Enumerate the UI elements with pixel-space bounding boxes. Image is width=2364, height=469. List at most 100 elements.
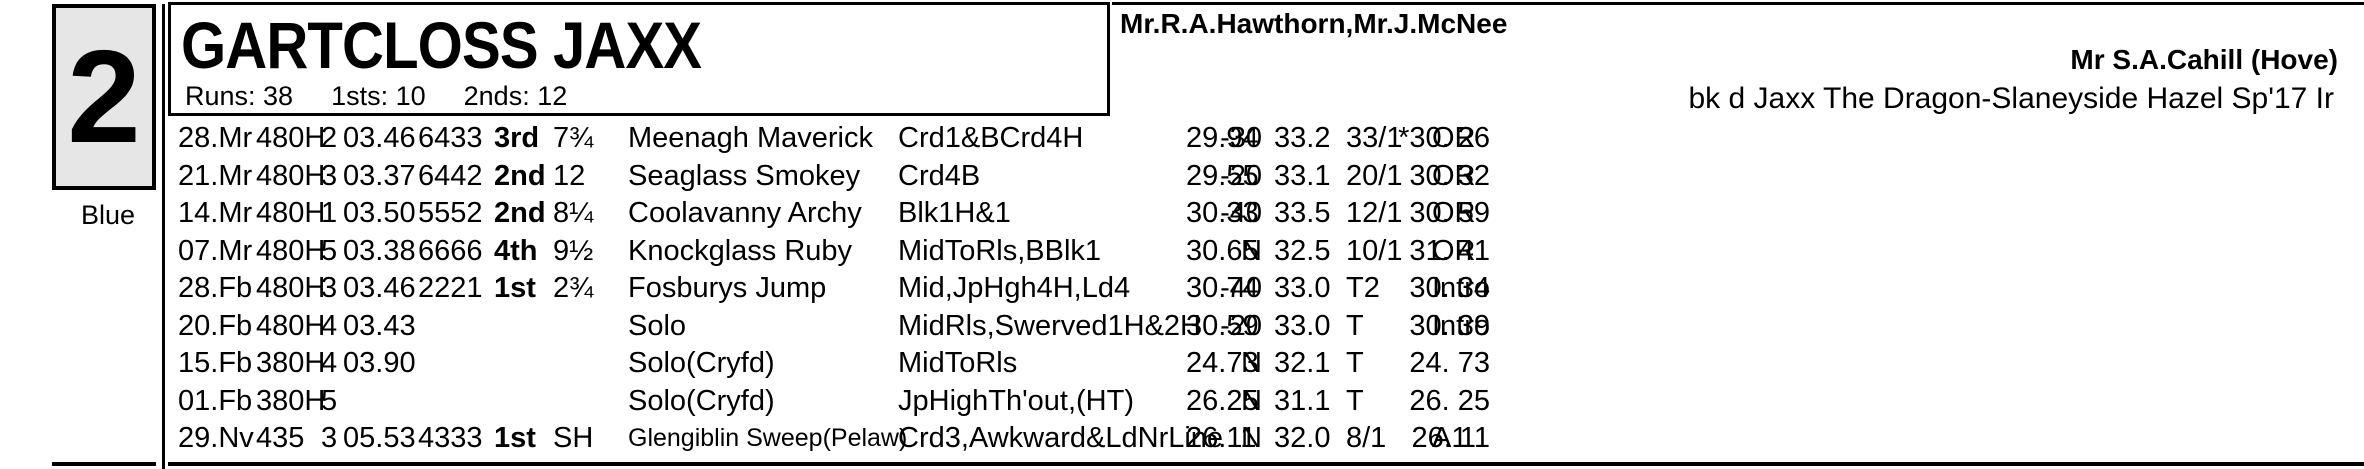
- cell-dist: 480H: [256, 159, 326, 192]
- cell-dist: 480H: [256, 122, 326, 154]
- divider-bottom-left: [52, 462, 156, 466]
- cell-remarks: MidToRls,BBlk1: [898, 234, 1102, 267]
- trap-color-label: Blue: [80, 200, 136, 230]
- cell-remarks: Crd4B: [898, 159, 981, 192]
- cell-date: 28.Fb: [178, 272, 253, 304]
- career-stats: Runs: 38 1sts: 10 2nds: 12: [185, 81, 567, 112]
- cell-calc: *30. 26: [1398, 122, 1490, 154]
- cell-grade: Intro: [1432, 309, 1491, 342]
- cell-trap: 4: [321, 309, 338, 342]
- cell-other: Solo(Cryfd): [628, 347, 775, 379]
- stat-runs: Runs: 38: [185, 81, 294, 111]
- cell-dist: 380H: [256, 347, 326, 379]
- cell-sp: 20/1: [1346, 159, 1403, 192]
- cell-weight: 32.5: [1274, 234, 1331, 267]
- divider-vertical: [162, 4, 165, 469]
- cell-grade: OR: [1432, 122, 1476, 154]
- cell-calc: 30. 34: [1409, 272, 1490, 304]
- cell-grade: OR: [1432, 234, 1476, 267]
- cell-date: 28.Mr: [178, 122, 253, 154]
- owners: Mr.R.A.Hawthorn,Mr.J.McNee: [1120, 8, 1508, 39]
- cell-going: -40: [1220, 272, 1262, 304]
- cell-going: -20: [1220, 159, 1262, 192]
- cell-trap: 5: [321, 234, 338, 267]
- cell-other: Solo: [628, 309, 687, 342]
- cell-date: 01.Fb: [178, 384, 253, 417]
- cell-bends: 4333: [418, 422, 483, 454]
- cell-fin: 2nd: [494, 159, 546, 192]
- cell-grade: Intro: [1432, 272, 1491, 304]
- cell-dist: 480H: [256, 272, 326, 304]
- cell-calc: 26. 11: [1411, 422, 1490, 454]
- cell-time: 30.33: [1186, 197, 1259, 229]
- cell-sect: 03.37: [343, 159, 416, 192]
- cell-trap: 2: [321, 122, 338, 154]
- cell-weight: 33.0: [1274, 309, 1331, 342]
- cell-sp: T2: [1346, 272, 1380, 304]
- cell-sp: 33/1: [1346, 122, 1403, 154]
- cell-remarks: Crd1&BCrd4H: [898, 122, 1084, 154]
- cell-weight: 32.1: [1274, 347, 1331, 379]
- cell-calc: 31. 41: [1409, 234, 1490, 267]
- cell-trap: 3: [321, 422, 338, 454]
- cell-calc: 30. 32: [1409, 159, 1490, 192]
- cell-remarks: Blk1H&1: [898, 197, 1011, 229]
- cell-time: 24.73: [1186, 347, 1259, 379]
- cell-going: N: [1241, 347, 1262, 379]
- cell-sp: T: [1346, 309, 1364, 342]
- cell-other: Knockglass Ruby: [628, 234, 853, 267]
- cell-going: -20: [1220, 309, 1262, 342]
- cell-sect: 03.43: [343, 309, 416, 342]
- cell-date: 20.Fb: [178, 309, 253, 342]
- cell-time: 29.55: [1186, 159, 1259, 192]
- divider-top: [1112, 2, 2364, 5]
- cell-bends: 6433: [418, 122, 483, 154]
- stat-seconds: 2nds: 12: [463, 81, 568, 111]
- cell-date: 21.Mr: [178, 159, 253, 192]
- cell-grade: OR: [1432, 197, 1476, 229]
- cell-remarks: JpHighTh'out,(HT): [898, 384, 1134, 417]
- cell-sect: 03.90: [343, 347, 416, 379]
- cell-sect: 05.53: [343, 422, 416, 454]
- breeding-line: bk d Jaxx The Dragon-Slaneyside Hazel Sp…: [1688, 82, 2334, 115]
- cell-going: N: [1241, 234, 1262, 267]
- cell-trap: 3: [321, 159, 338, 192]
- trap-number: 2: [67, 23, 141, 170]
- cell-time: 26.11: [1186, 422, 1257, 454]
- cell-dist: 480H: [256, 234, 326, 267]
- cell-going: -30: [1220, 122, 1262, 154]
- cell-by: 12: [553, 159, 586, 192]
- cell-remarks: MidRls,Swerved1H&2H: [898, 309, 1201, 342]
- cell-fin: 2nd: [494, 197, 546, 229]
- dog-name-box: GARTCLOSS JAXX Runs: 38 1sts: 10 2nds: 12: [168, 2, 1110, 116]
- cell-fin: 3rd: [494, 122, 540, 154]
- cell-calc: 24. 73: [1409, 347, 1490, 379]
- cell-weight: 32.0: [1274, 422, 1331, 454]
- cell-weight: 33.0: [1274, 272, 1331, 304]
- cell-by: 2¾: [553, 272, 594, 304]
- cell-date: 07.Mr: [178, 234, 253, 267]
- cell-going: N: [1241, 384, 1262, 417]
- divider-bottom: [168, 462, 2364, 466]
- cell-by: 8¼: [553, 197, 594, 229]
- cell-calc: 30. 59: [1409, 197, 1490, 229]
- cell-other: Solo(Cryfd): [628, 384, 775, 417]
- cell-date: 29.Nv: [178, 422, 254, 454]
- cell-sect: 03.46: [343, 122, 416, 154]
- cell-sect: 03.50: [343, 197, 416, 229]
- cell-dist: 480H: [256, 197, 326, 229]
- cell-remarks: Crd3,Awkward&LdNrLine: [898, 422, 1224, 454]
- cell-grade: A1: [1432, 422, 1468, 454]
- stat-firsts: 1sts: 10: [331, 81, 426, 111]
- cell-bends: 5552: [418, 197, 483, 229]
- dog-name: GARTCLOSS JAXX: [181, 8, 702, 82]
- cell-bends: 6666: [418, 234, 483, 267]
- cell-sect: 03.46: [343, 272, 416, 304]
- cell-remarks: MidToRls: [898, 347, 1018, 379]
- cell-date: 14.Mr: [178, 197, 253, 229]
